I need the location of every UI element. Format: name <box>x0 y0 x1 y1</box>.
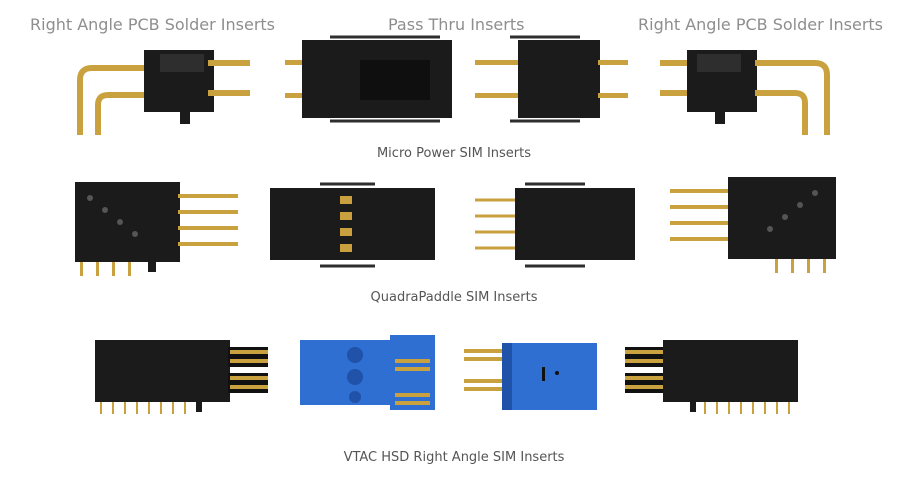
caption-vtac: VTAC HSD Right Angle SIM Inserts <box>343 450 565 465</box>
micro-power-pass-thru-insert-left <box>285 35 452 123</box>
heading-right-angle-left: Right Angle PCB Solder Inserts <box>30 15 275 34</box>
quadrapaddle-right-angle-insert-left <box>75 182 238 276</box>
caption-quadrapaddle: QuadraPaddle SIM Inserts <box>370 290 538 305</box>
heading-right-angle-right: Right Angle PCB Solder Inserts <box>638 15 883 34</box>
vtac-right-angle-insert-left <box>95 340 268 414</box>
vtac-pass-thru-insert-blue-left <box>300 335 435 410</box>
quadrapaddle-pass-thru-insert-right <box>475 182 635 268</box>
quadrapaddle-right-angle-insert-right <box>670 177 836 273</box>
vtac-right-angle-insert-right <box>625 340 798 414</box>
vtac-pass-thru-insert-blue-right <box>464 343 597 410</box>
heading-pass-thru: Pass Thru Inserts <box>388 15 525 34</box>
caption-micro-power: Micro Power SIM Inserts <box>376 146 532 161</box>
micro-power-pass-thru-insert-right <box>475 35 628 123</box>
micro-power-right-angle-insert-left <box>77 50 250 135</box>
micro-power-right-angle-insert-right <box>660 50 830 135</box>
quadrapaddle-pass-thru-insert-left <box>270 182 435 268</box>
